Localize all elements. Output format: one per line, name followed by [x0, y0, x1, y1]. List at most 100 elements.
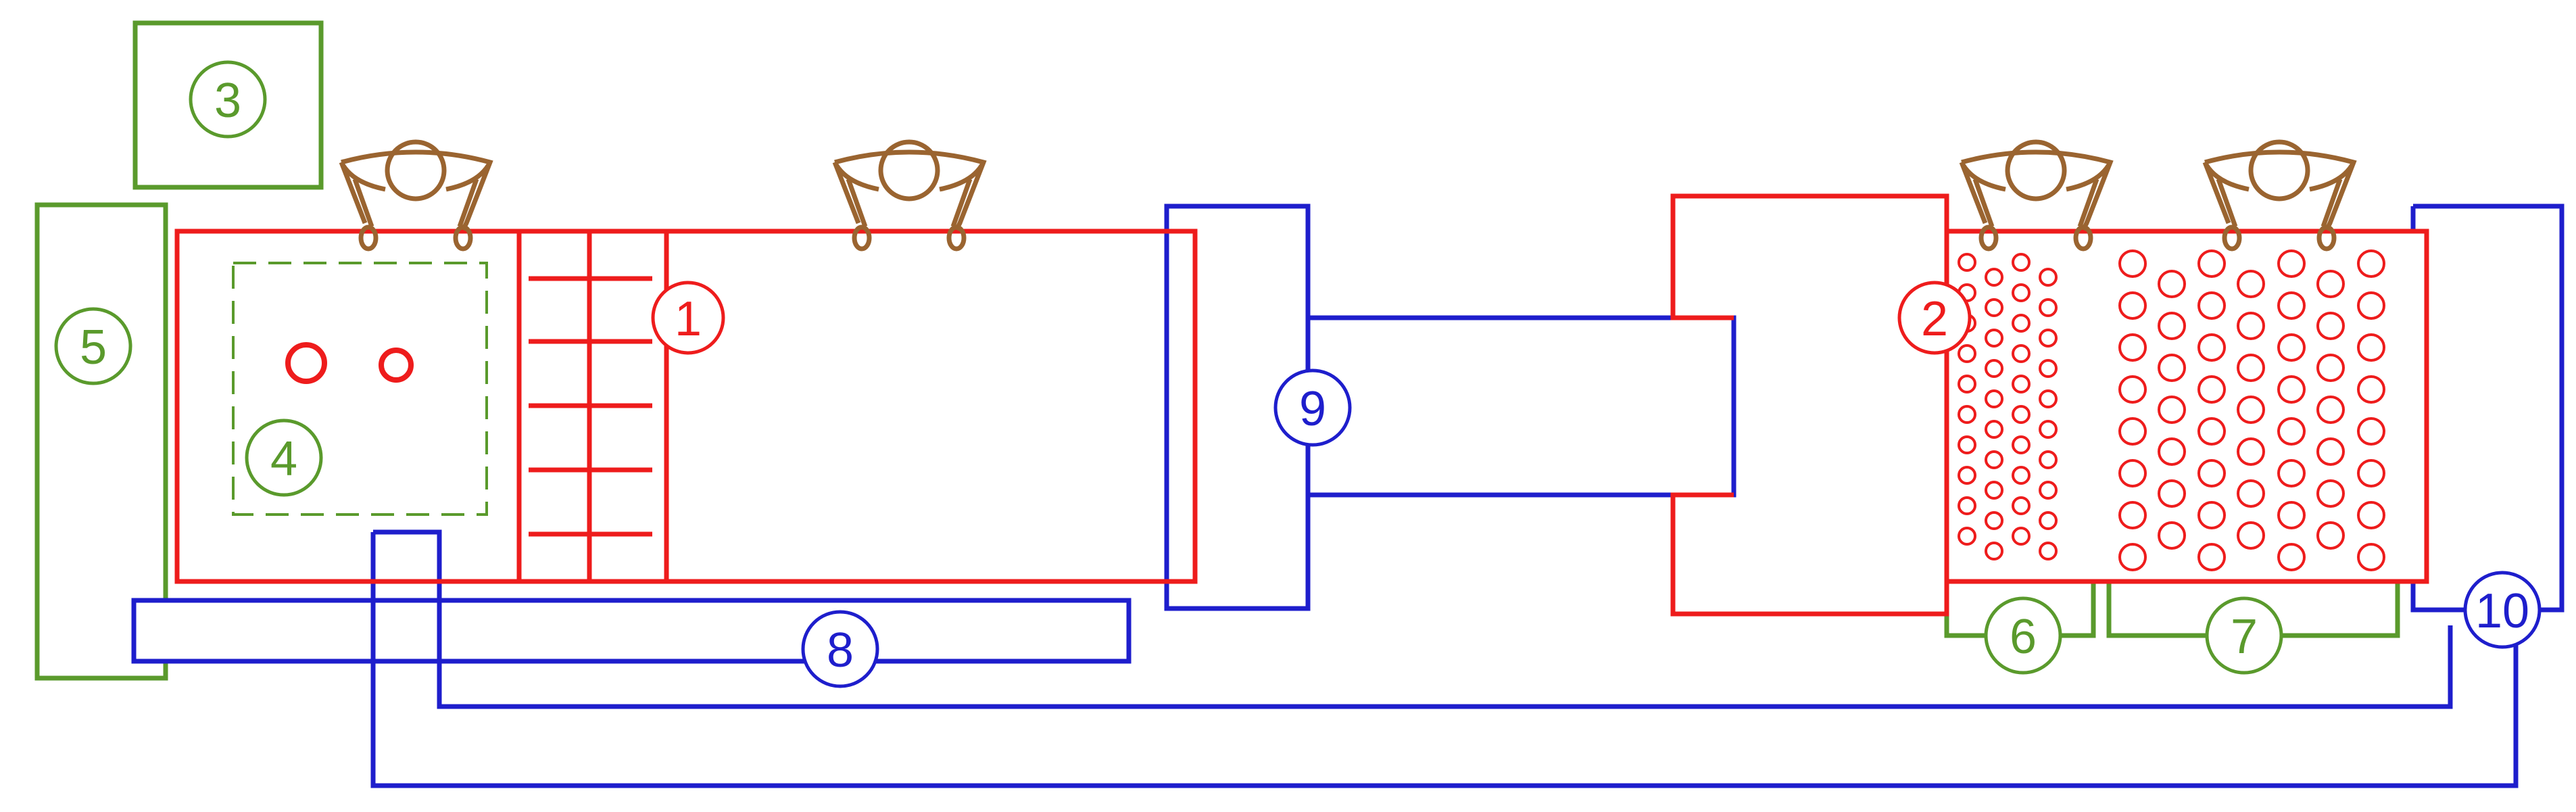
hole-large — [2118, 543, 2147, 571]
hole-small — [2012, 405, 2031, 424]
machine-1-port-large — [285, 342, 327, 384]
hole-large — [2357, 375, 2385, 404]
hole-large — [2316, 437, 2345, 466]
label-10: 10 — [2463, 571, 2542, 649]
label-5-text: 5 — [80, 320, 107, 375]
hole-large — [2277, 417, 2306, 446]
structure-10 — [2410, 581, 2479, 613]
hole-large — [2316, 521, 2345, 550]
machine-2-body — [1944, 229, 2429, 584]
hole-large — [2197, 291, 2226, 320]
hole-large — [2237, 312, 2265, 340]
hole-large — [2158, 521, 2186, 550]
hole-large — [2118, 459, 2147, 487]
hole-small — [2012, 283, 2031, 302]
label-9-text: 9 — [1299, 382, 1326, 436]
hole-small — [1985, 298, 2003, 317]
hole-small — [2012, 466, 2031, 485]
label-7: 7 — [2205, 596, 2283, 675]
hole-large — [2316, 312, 2345, 340]
hole-large — [2237, 270, 2265, 298]
hole-large — [2277, 375, 2306, 404]
label-2: 2 — [1897, 281, 1972, 355]
label-3: 3 — [189, 60, 267, 139]
hole-large — [2158, 437, 2186, 466]
hole-small — [2039, 268, 2058, 287]
operator-icon — [1959, 139, 2114, 252]
hole-large — [2197, 459, 2226, 487]
hole-small — [2039, 420, 2058, 439]
return-path-inner — [373, 529, 2453, 709]
operator-icon — [2202, 139, 2357, 252]
hole-pattern-icon — [1958, 253, 2058, 560]
hole-large — [2197, 249, 2226, 278]
hole-small — [1985, 481, 2003, 500]
operator-icon — [832, 139, 987, 252]
hole-small — [2039, 389, 2058, 408]
hole-small — [1985, 329, 2003, 348]
hole-small — [1958, 405, 1976, 424]
hole-large — [2357, 291, 2385, 320]
label-2-text: 2 — [1921, 292, 1948, 346]
label-6: 6 — [1984, 596, 2062, 675]
hole-small — [1985, 450, 2003, 469]
hole-large — [2357, 249, 2385, 278]
hole-large — [2158, 354, 2186, 382]
hole-large — [2197, 375, 2226, 404]
area-5-box — [34, 202, 168, 681]
area-4-dashed-zone — [232, 262, 488, 516]
hole-large — [2197, 501, 2226, 529]
hole-large — [2357, 459, 2385, 487]
hole-large — [2357, 543, 2385, 571]
label-3-text: 3 — [214, 74, 241, 128]
hole-large — [2237, 396, 2265, 424]
hole-small — [1985, 511, 2003, 530]
hole-small — [2012, 527, 2031, 546]
hole-small — [1985, 389, 2003, 408]
machine-1-port-small — [379, 348, 414, 383]
machine-1-rack — [529, 276, 652, 537]
hole-small — [2012, 375, 2031, 393]
label-4-text: 4 — [270, 432, 297, 486]
hole-small — [1985, 268, 2003, 287]
hole-small — [2039, 298, 2058, 317]
transfer-9-bridge — [1305, 315, 1736, 498]
hole-large — [2237, 354, 2265, 382]
hole-large — [2197, 417, 2226, 446]
label-7-text: 7 — [2231, 610, 2258, 664]
hole-small — [2039, 359, 2058, 378]
hole-large — [2277, 249, 2306, 278]
hole-large — [2357, 501, 2385, 529]
hole-small — [2012, 496, 2031, 515]
hole-small — [2039, 511, 2058, 530]
hole-small — [2039, 450, 2058, 469]
hole-large — [2357, 417, 2385, 446]
hole-large — [2277, 459, 2306, 487]
hole-large — [2316, 270, 2345, 298]
hole-pattern-icon — [2118, 249, 2385, 571]
hole-large — [2316, 354, 2345, 382]
label-9: 9 — [1273, 368, 1352, 447]
hole-large — [2118, 417, 2147, 446]
hole-large — [2118, 249, 2147, 278]
hole-large — [2197, 333, 2226, 362]
hole-large — [2158, 479, 2186, 508]
structure-10-frame — [2413, 204, 2565, 613]
hole-large — [2197, 543, 2226, 571]
hole-large — [2316, 396, 2345, 424]
label-8-text: 8 — [827, 623, 854, 677]
machine-1-body — [174, 229, 1198, 584]
hole-large — [2237, 437, 2265, 466]
hole-small — [2012, 314, 2031, 333]
conveyor-8 — [131, 598, 1132, 664]
hole-large — [2277, 291, 2306, 320]
hole-large — [2237, 479, 2265, 508]
hole-large — [2277, 501, 2306, 529]
label-4: 4 — [245, 419, 323, 497]
hole-small — [1958, 344, 1976, 363]
hole-small — [2039, 542, 2058, 560]
label-5: 5 — [54, 307, 132, 385]
hole-small — [1958, 496, 1976, 515]
hole-small — [2039, 329, 2058, 348]
